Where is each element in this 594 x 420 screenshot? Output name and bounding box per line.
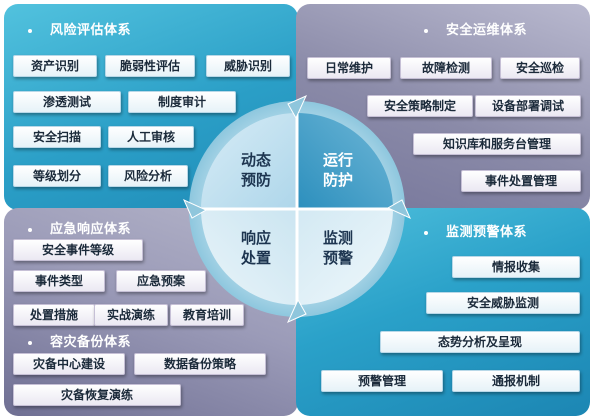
emergency-item: 安全事件等级 bbox=[13, 239, 143, 261]
center-prevention-line2: 预防 bbox=[240, 171, 271, 189]
risk-item: 资产识别 bbox=[13, 55, 97, 77]
quadrant-monitoring bbox=[297, 209, 393, 305]
monitor-item: 预警管理 bbox=[321, 370, 443, 392]
arrow-icon bbox=[287, 95, 307, 120]
center-prevention-line1: 动态 bbox=[240, 151, 271, 169]
ops-item: 安全策略制定 bbox=[367, 95, 473, 117]
center-monitoring-line2: 预警 bbox=[322, 249, 353, 267]
ops-item: 日常维护 bbox=[307, 57, 391, 79]
ops-item: 知识库和服务台管理 bbox=[413, 133, 581, 155]
backup-item: 灾备恢复演练 bbox=[13, 384, 181, 406]
center-response-line2: 处置 bbox=[240, 249, 271, 267]
backup-title: 容灾备份体系 bbox=[28, 331, 131, 350]
center-response-line1: 响应 bbox=[240, 229, 271, 247]
center-monitoring-line1: 监测 bbox=[322, 229, 353, 247]
risk-item: 风险分析 bbox=[108, 165, 188, 187]
backup-item: 灾备中心建设 bbox=[13, 353, 125, 375]
bullet-icon bbox=[424, 230, 428, 235]
risk-item: 制度审计 bbox=[128, 91, 236, 113]
ops-item: 故障检测 bbox=[400, 57, 492, 79]
quadrant-prevention bbox=[201, 113, 297, 209]
risk-item: 脆弱性评估 bbox=[105, 55, 195, 77]
risk-item: 安全扫描 bbox=[13, 126, 101, 148]
arrow-icon bbox=[386, 199, 411, 219]
center-protection-line1: 运行 bbox=[322, 151, 353, 169]
ops-title-text: 安全运维体系 bbox=[446, 23, 528, 38]
risk-item: 威胁识别 bbox=[206, 55, 290, 77]
emergency-item: 实战演练 bbox=[94, 304, 168, 326]
center-protection: 运行 防护 bbox=[308, 150, 368, 190]
monitor-item: 情报收集 bbox=[452, 256, 580, 278]
emergency-item: 处置措施 bbox=[13, 304, 95, 326]
emergency-title-text: 应急响应体系 bbox=[50, 222, 132, 237]
emergency-item: 应急预案 bbox=[116, 270, 206, 292]
monitor-item: 通报机制 bbox=[452, 370, 580, 392]
bullet-icon bbox=[28, 28, 32, 33]
monitor-title: 监测预警体系 bbox=[424, 221, 527, 240]
monitor-title-text: 监测预警体系 bbox=[446, 225, 528, 240]
monitor-item: 态势分析及呈现 bbox=[380, 331, 580, 353]
backup-title-text: 容灾备份体系 bbox=[50, 335, 132, 350]
arrow-icon bbox=[183, 199, 208, 219]
center-monitoring: 监测 预警 bbox=[308, 228, 368, 268]
risk-item: 人工审核 bbox=[108, 126, 194, 148]
arrow-icon bbox=[287, 298, 307, 323]
risk-title: 风险评估体系 bbox=[28, 19, 131, 38]
risk-item: 等级划分 bbox=[13, 165, 101, 187]
center-response: 响应 处置 bbox=[226, 228, 286, 268]
backup-item: 数据备份策略 bbox=[134, 353, 266, 375]
quadrant-protection bbox=[297, 113, 393, 209]
ops-item: 事件处置管理 bbox=[461, 170, 581, 192]
risk-item: 渗透测试 bbox=[13, 91, 121, 113]
quadrant-response bbox=[201, 209, 297, 305]
bullet-icon bbox=[28, 227, 32, 232]
emergency-item: 事件类型 bbox=[13, 270, 105, 292]
bullet-icon bbox=[28, 340, 32, 345]
center-protection-line2: 防护 bbox=[322, 171, 353, 189]
ops-item: 安全巡检 bbox=[500, 57, 580, 79]
risk-title-text: 风险评估体系 bbox=[50, 23, 132, 38]
center-prevention: 动态 预防 bbox=[226, 150, 286, 190]
emergency-title: 应急响应体系 bbox=[28, 218, 131, 237]
monitor-item: 安全威胁监测 bbox=[426, 292, 580, 314]
bullet-icon bbox=[424, 28, 428, 33]
emergency-item: 教育培训 bbox=[170, 304, 244, 326]
ops-item: 设备部署调试 bbox=[475, 95, 581, 117]
ops-title: 安全运维体系 bbox=[424, 19, 527, 38]
